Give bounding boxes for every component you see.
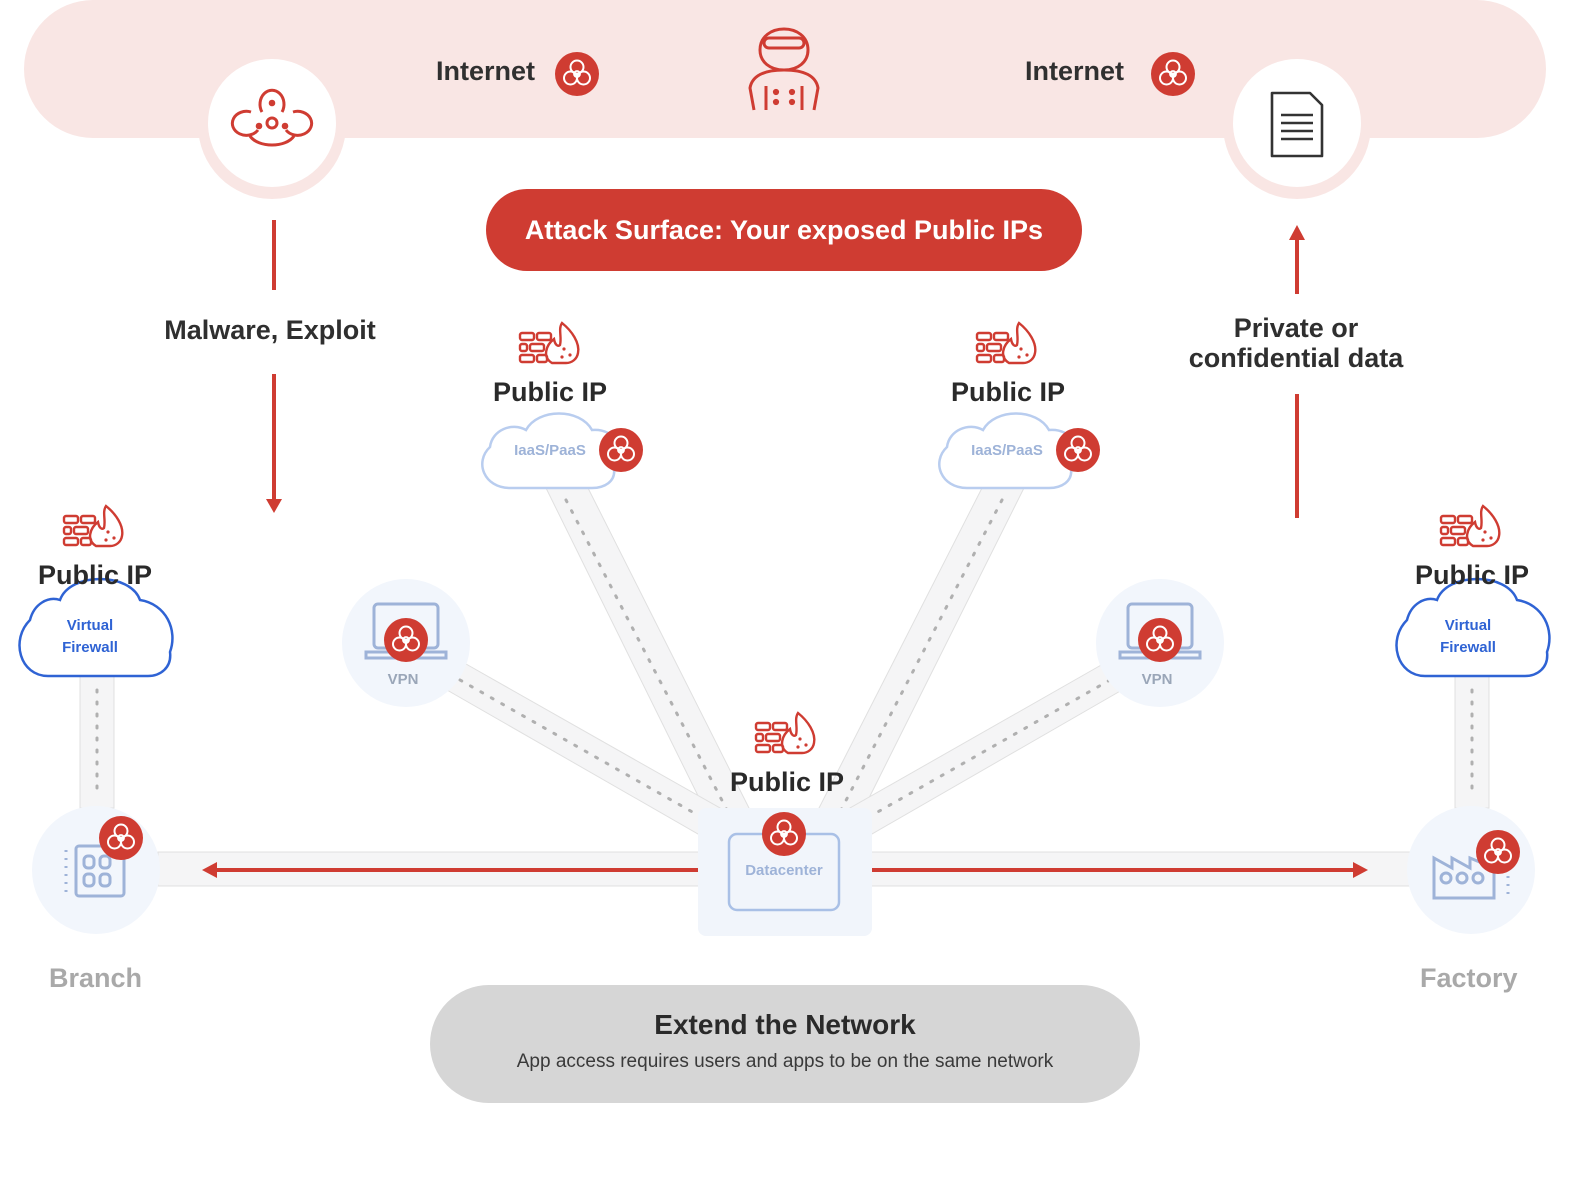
arrow-head-up [1289,225,1305,240]
cloud-virtual-firewall-factory [1395,577,1551,678]
biohazard-icon [98,815,144,861]
biohazard-icon [383,617,429,663]
cloud-line: Virtual [66,617,114,634]
document-icon [1270,91,1324,158]
arrow-head-down [266,499,282,513]
firewall-icon [518,321,580,365]
public-ip-label: Public IP [950,377,1066,407]
biohazard-icon [1055,427,1101,473]
biohazard-icon [1475,829,1521,875]
attack-surface-banner: Attack Surface: Your exposed Public IPs [486,189,1082,271]
cloud-label: IaaS/PaaS [971,442,1043,459]
biohazard-icon [1137,617,1183,663]
cloud-iaas-right [938,412,1078,490]
public-ip-label: Public IP [37,560,153,590]
arrow-head-left [202,862,217,878]
cloud-label: IaaS/PaaS [514,442,586,459]
public-ip-label: Public IP [729,767,845,797]
vpn-label: VPN [387,671,419,688]
internet-label-left: Internet [436,56,536,86]
biohazard-icon [598,427,644,473]
datacenter-label: Datacenter [745,862,823,879]
public-ip-label: Public IP [1414,560,1530,590]
exfil-label-line2: confidential data [1188,343,1404,373]
connectors [79,487,1490,887]
biohazard-icon [554,51,600,97]
cloud-line: Virtual [1444,617,1492,634]
exfil-label: Private or confidential data [1160,313,1432,373]
factory-label: Factory [1420,963,1518,993]
extend-network-banner: Extend the Network App access requires u… [430,985,1140,1103]
exfil-label-line1: Private or [1233,313,1359,343]
vpn-label: VPN [1141,671,1173,688]
factory-icon [1432,855,1510,900]
public-ip-label: Public IP [492,377,608,407]
cloud-virtual-firewall-branch [18,577,174,678]
virtual-firewall-label: Virtual Firewall [40,615,140,659]
extend-title: Extend the Network [654,1009,916,1040]
arrow-head-right [1353,862,1368,878]
firewall-icon [62,504,124,548]
branch-label: Branch [49,963,143,993]
building-icon [64,844,126,898]
firewall-icon [975,321,1037,365]
hacker-icon [748,27,820,111]
virtual-firewall-label: Virtual Firewall [1418,615,1518,659]
cloud-iaas-left [481,412,621,490]
datacenter-node [698,808,872,936]
cloud-line: Firewall [62,639,118,656]
internet-label-right: Internet [1025,56,1125,86]
threat-label: Malware, Exploit [164,315,376,345]
firewall-icon [1439,504,1501,548]
firewall-icon [754,711,816,755]
branch-node [32,806,160,934]
malware-node [208,59,336,187]
biohazard-icon [1150,51,1196,97]
extend-subtitle: App access requires users and apps to be… [516,1051,1054,1072]
biohazard-icon [761,811,807,857]
biohazard-outline-icon [230,88,314,147]
cloud-line: Firewall [1440,639,1496,656]
